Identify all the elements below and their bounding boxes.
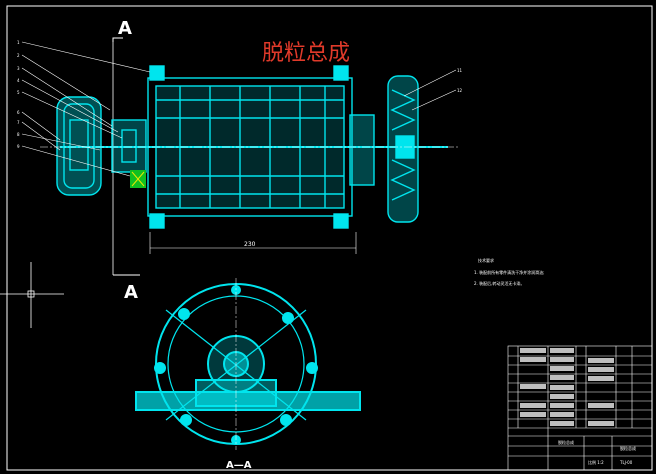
- part-leaders-right: [403, 69, 457, 111]
- bolt-bottom-left: [149, 213, 165, 229]
- parts-list-table: [507, 345, 653, 471]
- leader-label-11: 11: [457, 68, 463, 73]
- title-block-name-right: 脱粒总成: [620, 445, 636, 451]
- svg-text:5: 5: [17, 90, 20, 95]
- title-block-scale: 比例 1:2: [588, 459, 604, 465]
- section-line-top: [112, 37, 123, 42]
- svg-text:3: 3: [17, 66, 20, 71]
- svg-text:2: 2: [17, 53, 20, 58]
- drawing-title: 脱粒总成: [262, 41, 350, 66]
- title-block-drawing-no: TLJ-00: [619, 460, 633, 465]
- crosshair-cursor-icon: [0, 262, 64, 328]
- tech-requirements-heading: 技术要求: [478, 257, 494, 263]
- parts-list-fill: [520, 348, 614, 426]
- bolt-top-right: [333, 65, 349, 81]
- svg-text:4: 4: [17, 78, 20, 83]
- section-mark-bottom: A: [124, 282, 138, 303]
- title-block: [508, 428, 652, 470]
- leader-label-12: 12: [457, 88, 463, 93]
- leader-labels-left: 1 2 3 4 5 6 7 8 9: [17, 40, 20, 149]
- part-leaders-left: [21, 41, 151, 177]
- right-bearing-housing: [349, 114, 375, 186]
- bolt-top-left: [149, 65, 165, 81]
- section-label: A—A: [226, 460, 252, 471]
- svg-text:7: 7: [17, 120, 20, 125]
- drawing-frame: [6, 5, 653, 471]
- svg-text:1: 1: [17, 40, 20, 45]
- svg-text:9: 9: [17, 144, 20, 149]
- svg-text:6: 6: [17, 110, 20, 115]
- tech-requirement-2: 2. 装配后,转动灵活无卡滞。: [474, 280, 524, 286]
- section-mark-top: A: [118, 18, 132, 39]
- bolt-bottom-right: [333, 213, 349, 229]
- section-view-a-a: [135, 283, 361, 445]
- title-block-name-left: 脱粒总成: [558, 439, 574, 445]
- width-dimension-value: 230: [244, 241, 256, 248]
- tech-requirement-1: 1. 装配前所有零件清洗干净并涂润滑油;: [474, 269, 544, 275]
- width-dimension: [149, 232, 357, 254]
- base-frame: [135, 391, 361, 411]
- svg-text:8: 8: [17, 132, 20, 137]
